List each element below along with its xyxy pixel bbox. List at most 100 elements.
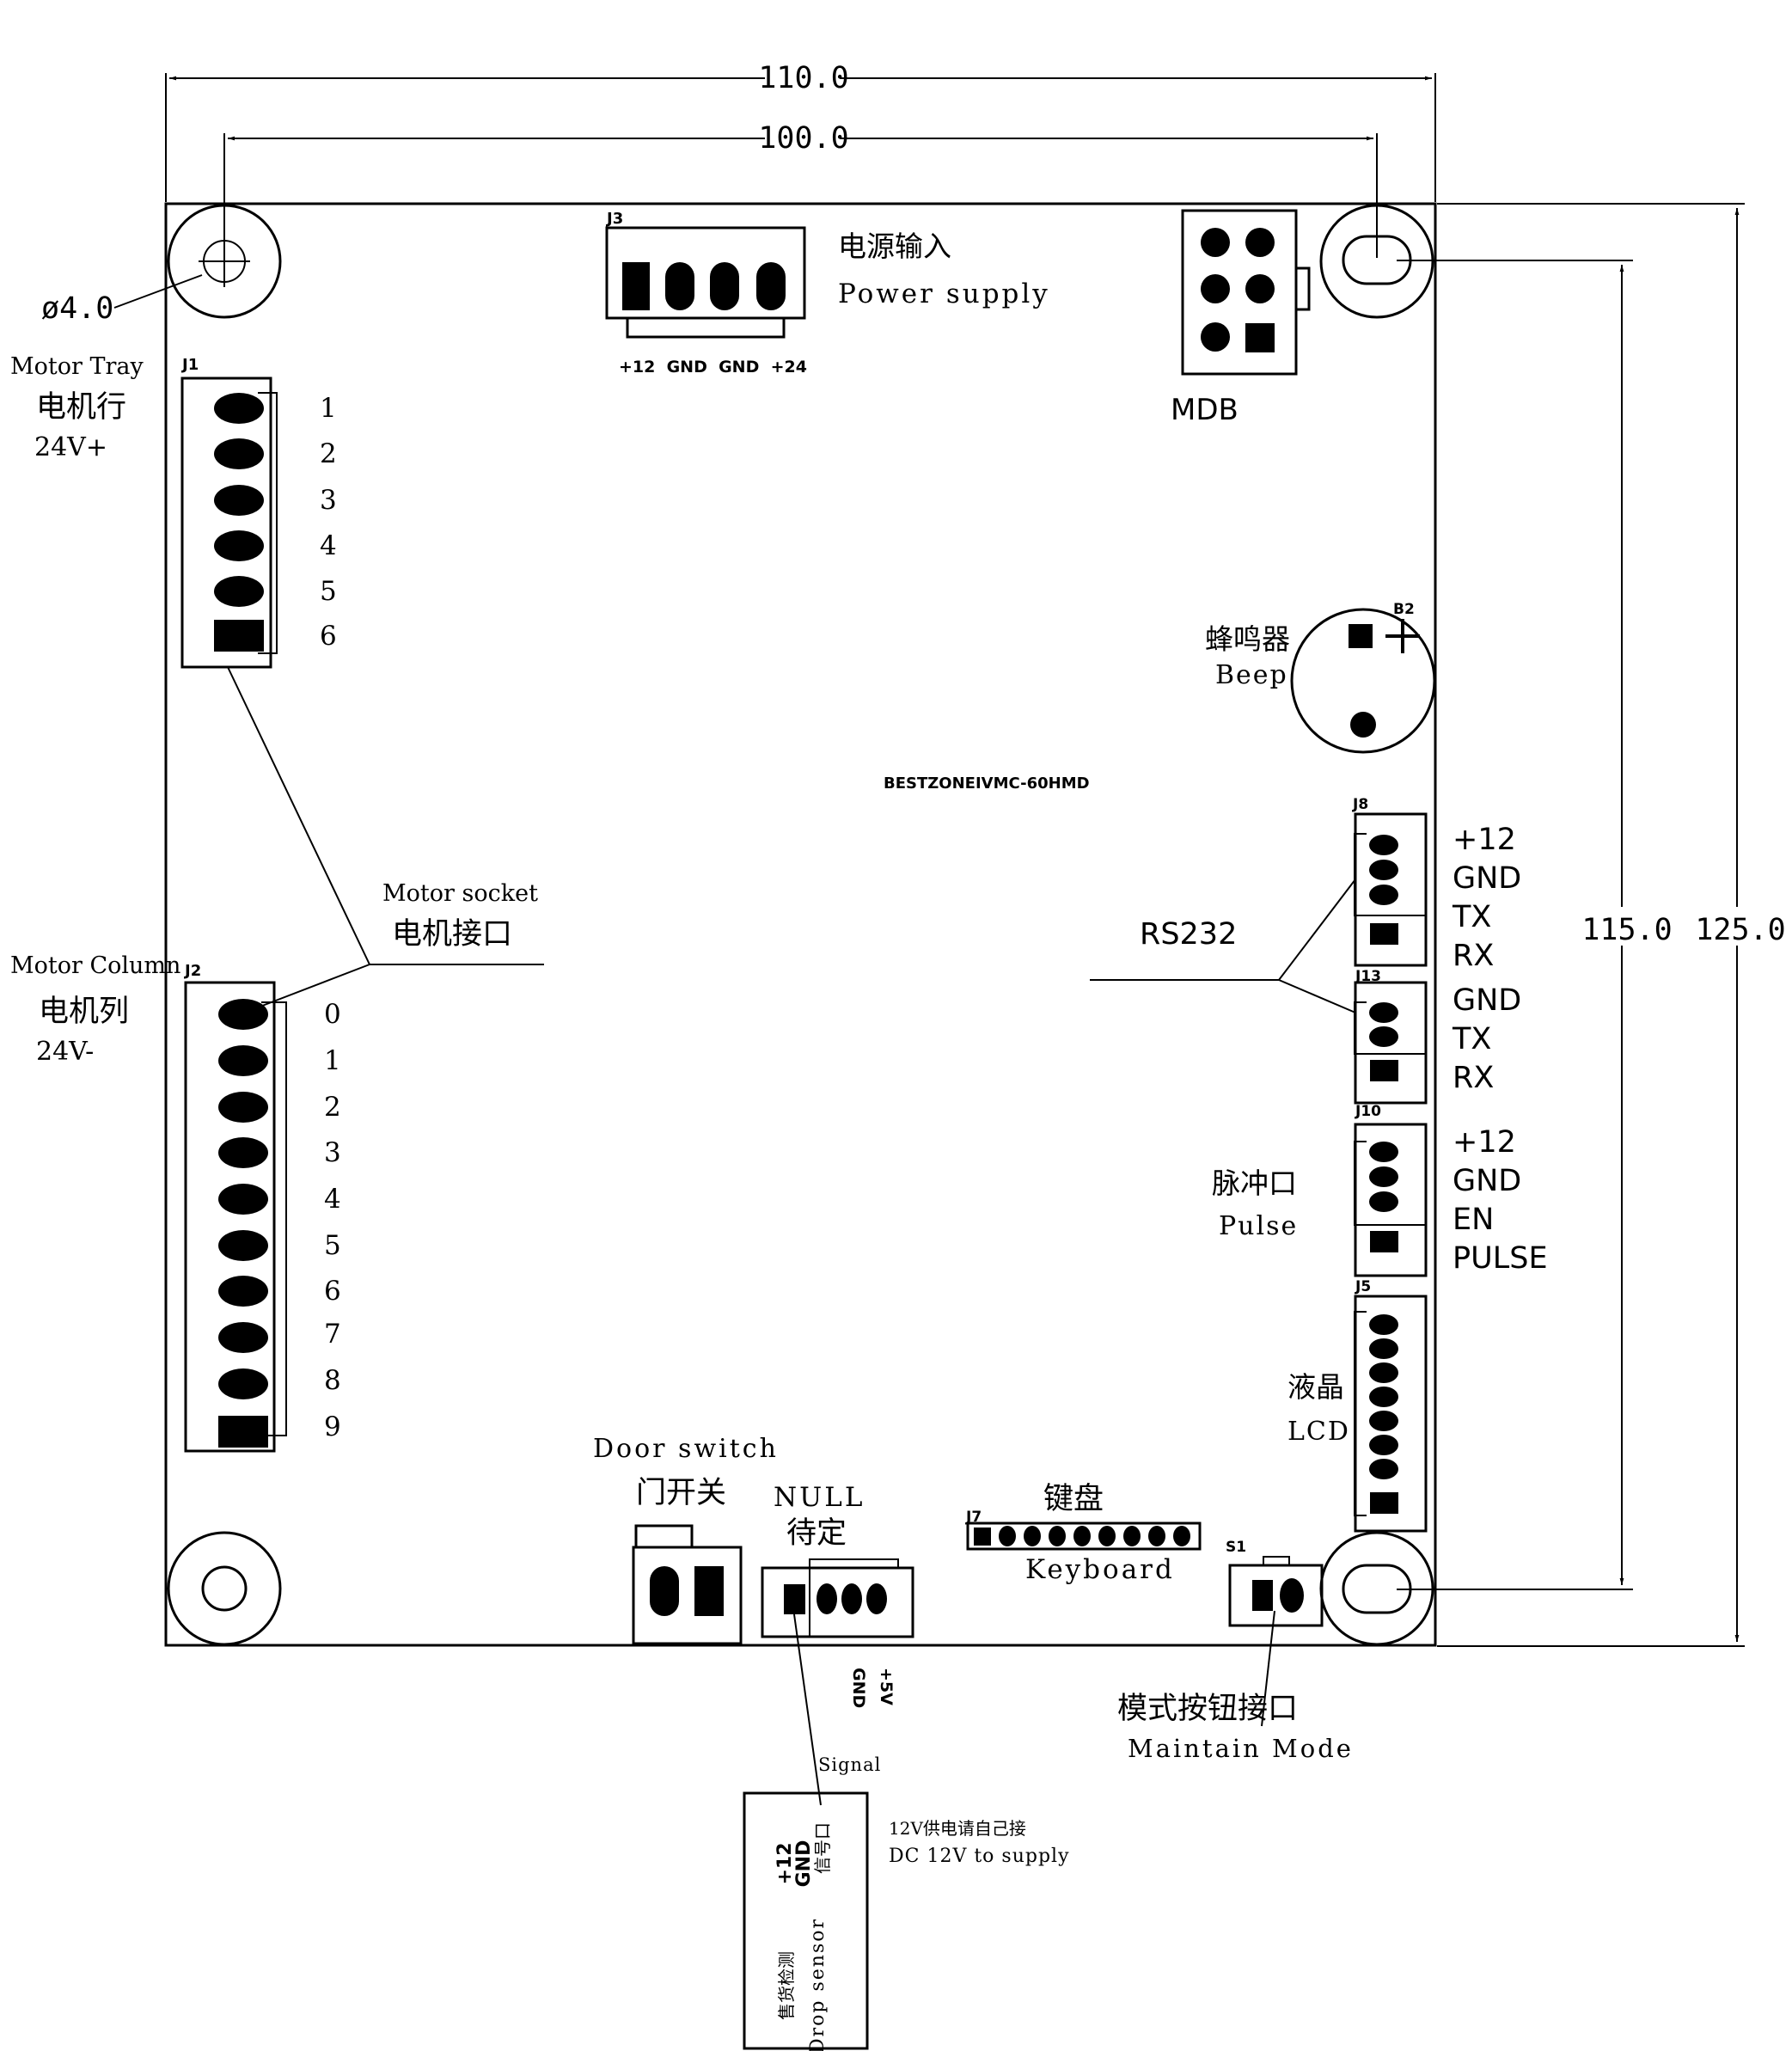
mounting-hole-top-left	[167, 204, 282, 319]
null-connector	[761, 1558, 914, 1806]
keyboard-ref: J7	[965, 1509, 982, 1526]
dimension-lines	[113, 73, 1745, 1647]
null-en: NULL	[774, 1482, 865, 1513]
j2-pin-4: 4	[324, 1184, 341, 1215]
buzzer-ref: B2	[1393, 601, 1415, 618]
sensor-signal: Signal	[818, 1754, 881, 1775]
j2-pin-9: 9	[324, 1411, 341, 1442]
j5-ref: J5	[1355, 1278, 1371, 1295]
j2-pin-7: 7	[324, 1319, 341, 1350]
sensor-supply-cn: 12V供电请自己接	[889, 1818, 1026, 1839]
j1-motor-tray-connector	[180, 377, 278, 669]
s1-cn: 模式按钮接口	[1117, 1692, 1298, 1726]
keyboard-cn: 键盘	[1043, 1482, 1104, 1516]
j2-title-en: Motor Column	[10, 952, 180, 979]
j2-pin-5: 5	[324, 1230, 341, 1261]
j8-pin-12v: +12	[1453, 823, 1516, 857]
dim-spacing-100: 100.0	[758, 121, 848, 156]
s1-mode-button-connector	[1228, 1556, 1324, 1727]
null-pin-5v: +5V	[877, 1668, 896, 1705]
j10-en: Pulse	[1219, 1211, 1298, 1241]
mounting-hole-bottom-left	[167, 1531, 282, 1646]
j10-pin-pulse: PULSE	[1453, 1241, 1548, 1276]
sensor-supply-en: DC 12V to supply	[889, 1846, 1070, 1867]
j10-ref: J10	[1355, 1103, 1381, 1120]
j13-ref: J13	[1355, 968, 1381, 985]
j8-ref: J8	[1352, 796, 1368, 813]
j2-pin-3: 3	[324, 1137, 341, 1168]
j3-ref: J3	[605, 210, 623, 228]
j1-pin-6: 6	[320, 621, 337, 652]
j2-title-cn: 电机列	[39, 995, 129, 1029]
j2-pin-2: 2	[324, 1092, 341, 1123]
j10-pulse-connector	[1354, 1123, 1428, 1277]
j10-pin-12v: +12	[1453, 1125, 1516, 1160]
j2-pin-0: 0	[324, 999, 341, 1030]
board-name: BESTZONEIVMC-60HMD	[884, 774, 1090, 793]
j7-keyboard-connector	[966, 1521, 1202, 1551]
sensor-name-en: Drop sensor	[807, 1918, 829, 2051]
j8-pin-labels: +12 GND TX RX	[1452, 823, 1521, 973]
null-pin-gnd: GND	[849, 1668, 868, 1708]
j10-pin-en: EN	[1453, 1203, 1494, 1237]
j8-pin-tx: TX	[1452, 900, 1491, 934]
sensor-pin-12v: +12	[774, 1842, 796, 1884]
s1-ref: S1	[1226, 1539, 1246, 1556]
j1-voltage: 24V+	[34, 432, 107, 462]
dim-height-125: 125.0	[1695, 913, 1785, 947]
rs232-label: RS232	[1140, 917, 1237, 952]
drop-sensor-box	[743, 1791, 869, 2050]
j2-pin-numbers: 0 1 2 3 4 5 6 7 8 9	[324, 999, 341, 1442]
j2-pin-1: 1	[324, 1045, 341, 1076]
board-outline	[164, 202, 1437, 1647]
j5-lcd-connector	[1354, 1295, 1428, 1533]
j8-pin-rx: RX	[1453, 939, 1494, 973]
j3-pin-labels: +12 GND GND +24	[619, 358, 807, 377]
j13-pin-tx: TX	[1452, 1022, 1491, 1056]
j8-rs232-connector	[1354, 812, 1428, 967]
j3-title-cn: 电源输入	[838, 230, 951, 263]
j13-pin-gnd: GND	[1453, 983, 1521, 1018]
mdb-label: MDB	[1171, 393, 1238, 427]
j1-pin-1: 1	[320, 393, 337, 424]
j2-pin-8: 8	[324, 1365, 341, 1396]
j13-pin-labels: GND TX RX	[1452, 983, 1521, 1095]
sensor-pin-signal-cn: 信号口	[812, 1822, 833, 1874]
door-switch-connector	[632, 1524, 743, 1645]
j10-cn: 脉冲口	[1212, 1166, 1297, 1200]
j3-title-en: Power supply	[838, 279, 1050, 309]
rs232-leaders	[1090, 879, 1356, 1013]
door-cn: 门开关	[636, 1476, 726, 1510]
sensor-pin-gnd: GND	[793, 1840, 815, 1888]
j13-pin-rx: RX	[1453, 1061, 1494, 1095]
door-en: Door switch	[593, 1434, 779, 1464]
dim-height-115: 115.0	[1581, 913, 1672, 947]
j1-pin-3: 3	[320, 485, 337, 516]
j8-pin-gnd: GND	[1453, 861, 1521, 896]
j5-en: LCD	[1287, 1417, 1350, 1447]
mounting-hole-top-right	[1319, 204, 1434, 319]
s1-en: Maintain Mode	[1128, 1734, 1354, 1763]
j2-motor-column-connector	[184, 981, 287, 1453]
j1-pin-4: 4	[320, 530, 337, 561]
j13-connector	[1354, 981, 1428, 1105]
dim-hole-diameter: ø4.0	[41, 291, 113, 326]
j1-title-cn: 电机行	[36, 390, 126, 425]
buzzer-cn: 蜂鸣器	[1205, 622, 1290, 656]
j1-pin-numbers: 1 2 3 4 5 6	[320, 393, 337, 652]
null-cn: 待定	[786, 1516, 847, 1551]
j1-pin-5: 5	[320, 576, 337, 607]
motor-socket-en: Motor socket	[382, 880, 538, 907]
motor-socket-leaders	[227, 666, 544, 1008]
j1-title-en: Motor Tray	[10, 353, 144, 380]
dim-width-110: 110.0	[758, 61, 848, 95]
j1-pin-2: 2	[320, 438, 337, 469]
motor-socket-cn: 电机接口	[392, 917, 512, 952]
j1-ref: J1	[180, 356, 199, 374]
j3-power-connector	[605, 226, 806, 339]
buzzer-en: Beep	[1215, 660, 1288, 690]
j10-pin-labels: +12 GND EN PULSE	[1453, 1125, 1548, 1276]
keyboard-en: Keyboard	[1025, 1554, 1175, 1585]
j2-pin-6: 6	[324, 1276, 341, 1307]
